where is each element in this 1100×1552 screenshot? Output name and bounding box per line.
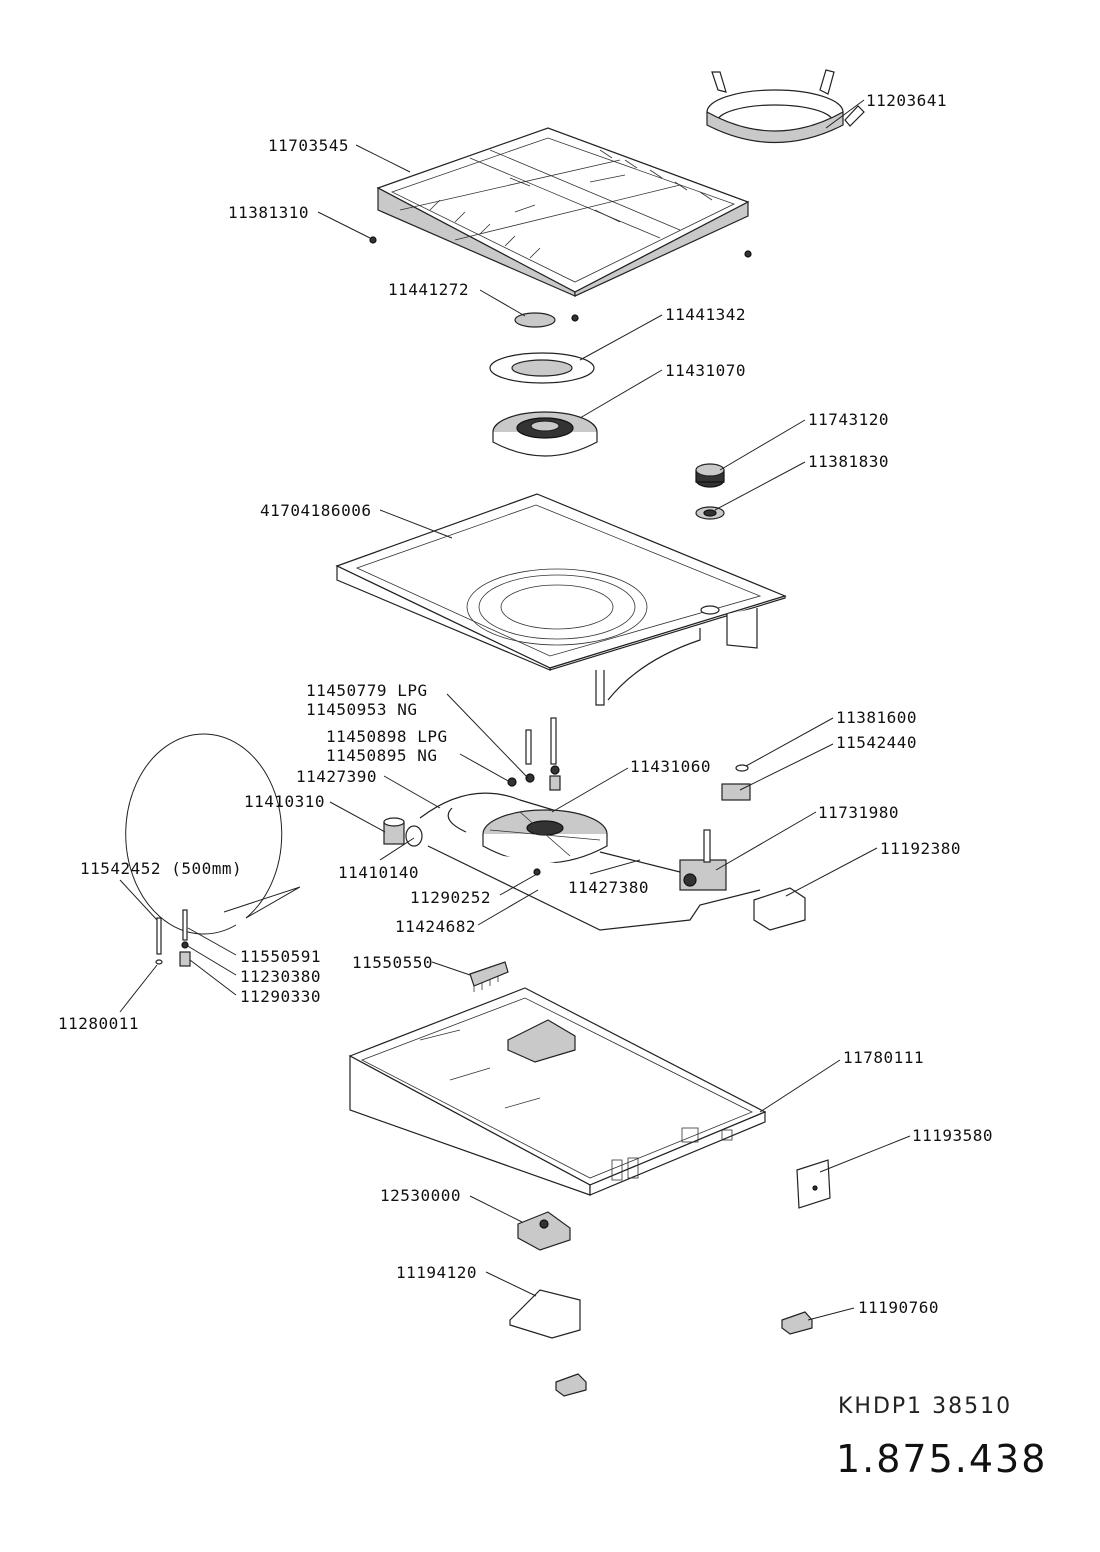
leader-lines xyxy=(119,99,911,1321)
model-code: KHDP1 38510 xyxy=(838,1394,1012,1419)
label-11280011: 11280011 xyxy=(58,1014,139,1033)
label-11703545: 11703545 xyxy=(268,136,349,155)
burner-body-part xyxy=(482,809,608,864)
label-11230380: 11230380 xyxy=(240,967,321,986)
knob-bezel-part xyxy=(695,506,725,520)
side-bracket-part xyxy=(796,1159,831,1209)
label-11190760: 11190760 xyxy=(858,1298,939,1317)
label-11427380: 11427380 xyxy=(568,878,649,897)
screw-part xyxy=(369,236,752,322)
label-11381600: 11381600 xyxy=(836,708,917,727)
label-11550550: 11550550 xyxy=(352,953,433,972)
label-11542452: 11542452 (500mm) xyxy=(80,859,242,878)
label-11290330: 11290330 xyxy=(240,987,321,1006)
detail-callout xyxy=(125,733,301,967)
elbow-fitting-part xyxy=(383,817,405,845)
label-12530000: 12530000 xyxy=(380,1186,461,1205)
label-11381830: 11381830 xyxy=(808,452,889,471)
part-labels: 11203641 11703545 11381310 11441272 1144… xyxy=(58,91,993,1317)
wok-ring-part xyxy=(706,69,865,143)
clip-part xyxy=(555,1311,813,1397)
thermocouple-part xyxy=(507,717,561,791)
label-11450895: 11450895 NG xyxy=(326,746,437,765)
nut-part xyxy=(533,868,541,876)
label-11450898: 11450898 LPG xyxy=(326,727,448,746)
label-11731980: 11731980 xyxy=(818,803,899,822)
label-11427390: 11427390 xyxy=(296,767,377,786)
drawing-number: 1.875.438 xyxy=(836,1437,1047,1481)
burner-cap-small-part xyxy=(514,312,556,328)
ignition-switch-part xyxy=(721,764,751,801)
pan-support-part xyxy=(376,127,750,297)
label-11441272: 11441272 xyxy=(388,280,469,299)
gas-valve-part xyxy=(679,829,727,891)
mounting-bracket-part xyxy=(753,887,806,931)
label-11194120: 11194120 xyxy=(396,1263,477,1282)
label-11192380: 11192380 xyxy=(880,839,961,858)
label-11780111: 11780111 xyxy=(843,1048,924,1067)
sealing-ring-part xyxy=(405,825,423,847)
lower-bracket-part xyxy=(509,1289,581,1339)
spreader-ring-part xyxy=(489,352,595,384)
label-11542440: 11542440 xyxy=(836,733,917,752)
label-11431070: 11431070 xyxy=(665,361,746,380)
control-knob-part xyxy=(695,463,725,488)
label-11410140: 11410140 xyxy=(338,863,419,882)
base-box-part xyxy=(348,987,767,1196)
top-plate-part xyxy=(335,493,787,706)
burner-part xyxy=(492,411,598,457)
label-11290252: 11290252 xyxy=(410,888,491,907)
label-11743120: 11743120 xyxy=(808,410,889,429)
label-41704186006: 41704186006 xyxy=(260,501,371,520)
ignition-module-part xyxy=(469,961,509,992)
label-11381310: 11381310 xyxy=(228,203,309,222)
power-unit-part xyxy=(517,1211,571,1251)
label-11410310: 11410310 xyxy=(244,792,325,811)
label-11450779: 11450779 LPG xyxy=(306,681,428,700)
label-11193580: 11193580 xyxy=(912,1126,993,1145)
label-11450953: 11450953 NG xyxy=(306,700,417,719)
long-pipe-part xyxy=(427,845,761,931)
label-11441342: 11441342 xyxy=(665,305,746,324)
label-11424682: 11424682 xyxy=(395,917,476,936)
label-11431060: 11431060 xyxy=(630,757,711,776)
label-11203641: 11203641 xyxy=(866,91,947,110)
label-11550591: 11550591 xyxy=(240,947,321,966)
valve-pipe-part xyxy=(599,851,681,873)
